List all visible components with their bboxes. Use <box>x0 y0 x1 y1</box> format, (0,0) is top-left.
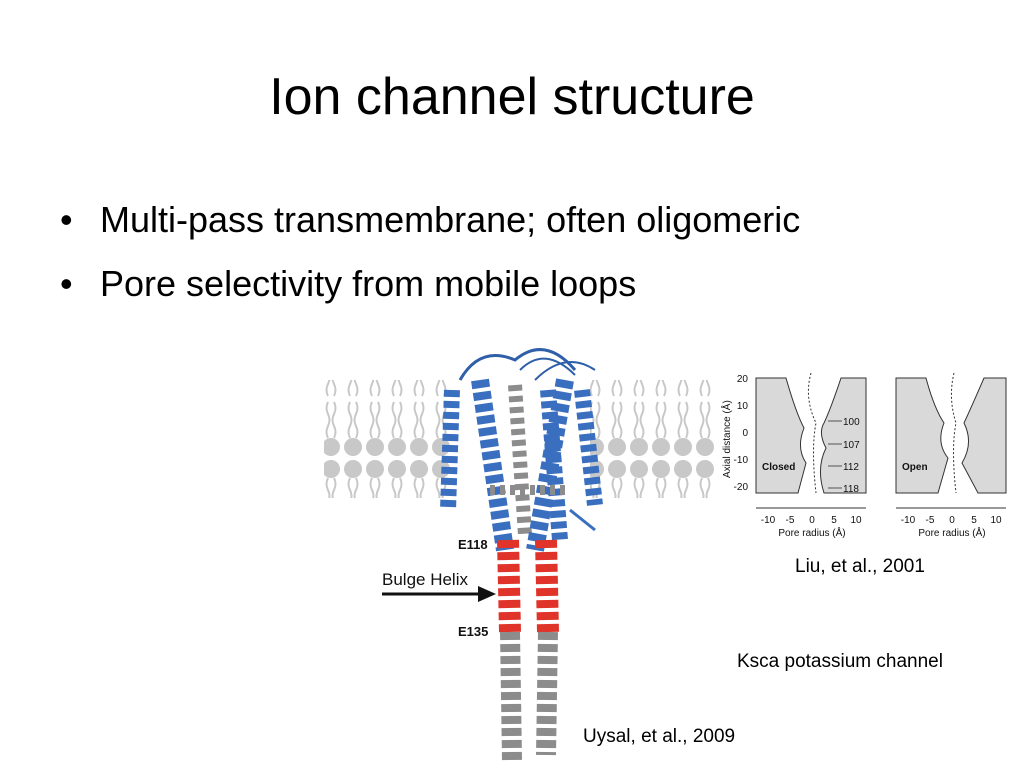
x-tick: 10 <box>990 515 1002 526</box>
x-axis-label: Pore radius (Å) <box>778 526 845 539</box>
open-panel: Open -10 -5 0 5 10 Pore radius (Å) <box>895 372 1007 539</box>
channel-structure-figure: E118 E135 Bulge Helix <box>324 348 716 761</box>
bullet-text: Pore selectivity from mobile loops <box>100 263 637 304</box>
bullet-dot-icon: • <box>60 199 73 240</box>
y-tick: 0 <box>742 428 748 439</box>
residue-marker: 107 <box>843 440 860 451</box>
bulge-helix-label: Bulge Helix <box>382 570 468 589</box>
residue-marker: 100 <box>843 417 860 428</box>
bullet-dot-icon: • <box>60 263 73 304</box>
x-tick: -10 <box>901 515 916 526</box>
panel-state-label: Closed <box>762 462 795 473</box>
y-tick: 20 <box>737 374 749 385</box>
bullet-item: • Multi-pass transmembrane; often oligome… <box>60 188 800 252</box>
bullet-list: • Multi-pass transmembrane; often oligome… <box>60 188 800 316</box>
slide-title: Ion channel structure <box>269 68 755 126</box>
bullet-item: • Pore selectivity from mobile loops <box>60 252 800 316</box>
x-tick: 0 <box>949 515 955 526</box>
y-tick: -10 <box>734 455 749 466</box>
arrow-icon <box>382 586 496 602</box>
bullet-text: Multi-pass transmembrane; often oligomer… <box>100 199 801 240</box>
pore-citation: Liu, et al., 2001 <box>795 556 925 577</box>
x-tick: 5 <box>971 515 977 526</box>
structure-citation: Uysal, et al., 2009 <box>583 726 736 747</box>
bulge-helices <box>497 539 559 633</box>
x-tick: 5 <box>831 515 837 526</box>
residue-label-e118: E118 <box>458 537 488 552</box>
residue-label-e135: E135 <box>458 624 488 639</box>
x-tick: -10 <box>761 515 776 526</box>
x-axis-label: Pore radius (Å) <box>918 526 985 539</box>
lipid-bilayer-right <box>590 380 716 498</box>
x-tick: 10 <box>850 515 862 526</box>
panel-state-label: Open <box>902 462 928 473</box>
lipid-bilayer-left <box>324 380 450 498</box>
residue-marker: 112 <box>843 462 859 473</box>
pore-radius-figure: Axial distance (Å) 20 10 0 -10 -20 Close… <box>720 372 1007 539</box>
y-tick: 10 <box>737 401 749 412</box>
residue-marker: 118 <box>843 484 859 495</box>
x-tick: 0 <box>809 515 815 526</box>
y-tick: -20 <box>734 482 749 493</box>
y-axis-label: Axial distance (Å) <box>720 400 733 478</box>
figure-caption: Ksca potassium channel <box>737 651 943 672</box>
x-tick: -5 <box>926 515 935 526</box>
closed-panel: Closed 100 107 112 118 -10 -5 0 5 10 Por… <box>755 372 867 539</box>
transmembrane-helices <box>440 378 603 552</box>
x-tick: -5 <box>786 515 795 526</box>
lower-helices <box>500 631 558 761</box>
